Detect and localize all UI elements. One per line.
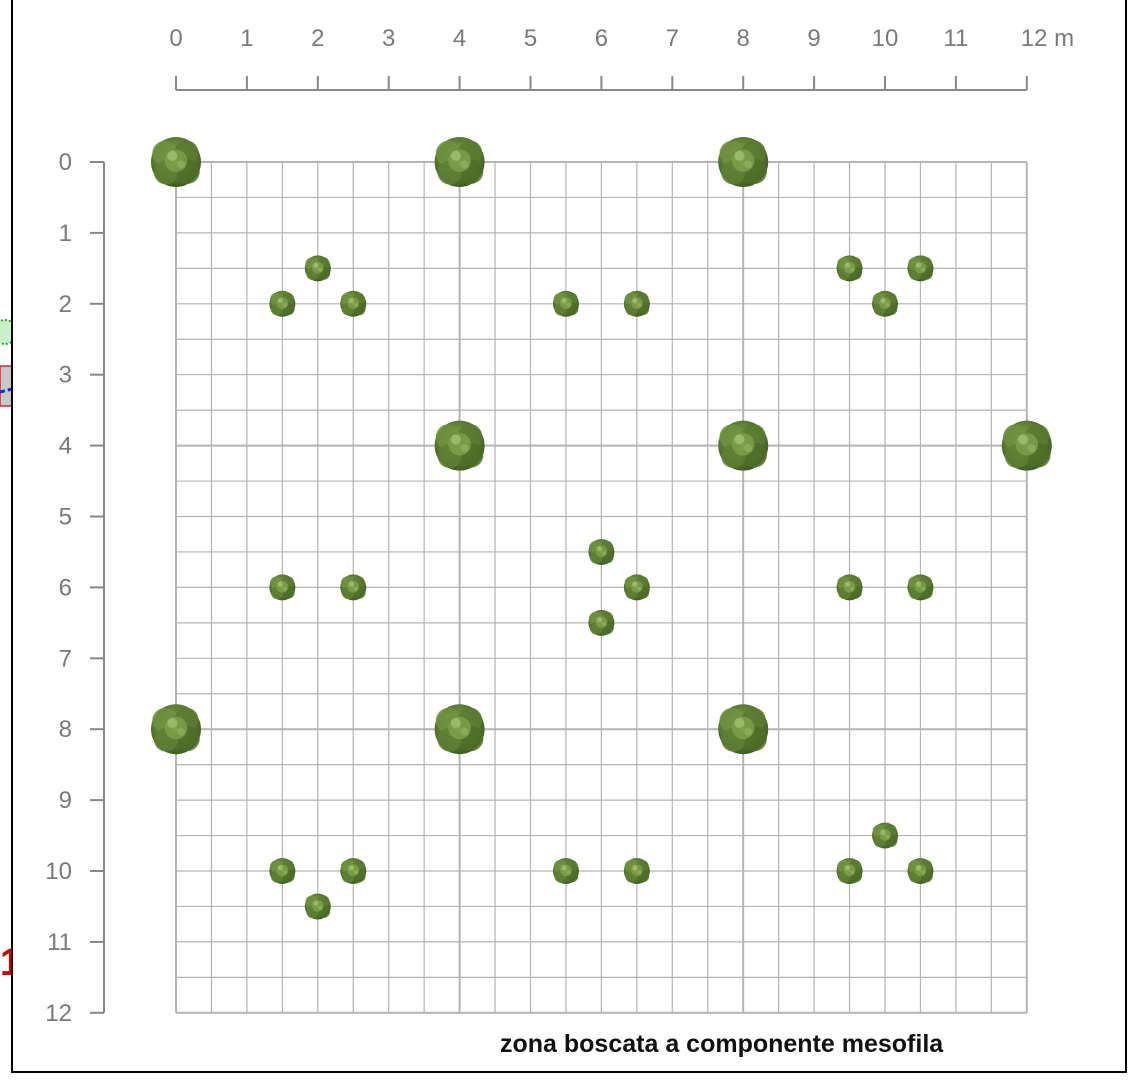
x-tick-label: 12 m bbox=[1021, 25, 1074, 52]
y-tick-label: 2 bbox=[59, 291, 72, 318]
y-tick-label: 8 bbox=[59, 716, 72, 743]
tree-small-icon bbox=[836, 858, 863, 884]
x-tick-label: 0 bbox=[169, 25, 182, 52]
tree-small-icon bbox=[836, 255, 863, 282]
tree-small-icon bbox=[552, 290, 579, 317]
y-tick-label: 12 bbox=[45, 1000, 72, 1027]
tree-small-icon bbox=[623, 574, 650, 601]
tree-small-icon bbox=[907, 858, 934, 884]
tree-large-icon bbox=[434, 420, 485, 471]
tree-small-icon bbox=[552, 858, 579, 884]
y-tick-label: 5 bbox=[59, 504, 72, 531]
tree-large-icon bbox=[151, 704, 201, 755]
x-tick-label: 7 bbox=[666, 25, 679, 52]
tree-small-icon bbox=[269, 574, 296, 601]
tree-small-icon bbox=[340, 858, 367, 884]
blue-dashed-line-fragment bbox=[0, 386, 16, 394]
tree-small-icon bbox=[269, 290, 296, 317]
tree-large-icon bbox=[1001, 420, 1052, 471]
tree-small-icon bbox=[623, 290, 650, 317]
x-tick-label: 1 bbox=[240, 25, 253, 52]
x-tick-label: 8 bbox=[737, 25, 750, 52]
tree-large-icon bbox=[151, 137, 201, 187]
tree-small-icon bbox=[340, 290, 367, 317]
tree-small-icon bbox=[836, 574, 863, 601]
tree-large-icon bbox=[718, 420, 769, 471]
x-tick-label: 11 bbox=[943, 25, 968, 52]
tree-small-icon bbox=[340, 574, 367, 601]
x-tick-label: 4 bbox=[453, 25, 466, 52]
y-tick-label: 9 bbox=[59, 787, 72, 814]
y-tick-label: 3 bbox=[59, 362, 72, 389]
plan-caption: zona boscata a componente mesofila bbox=[500, 1030, 944, 1058]
y-tick-label: 4 bbox=[59, 433, 72, 460]
tree-small-icon bbox=[269, 858, 296, 884]
y-tick-label: 10 bbox=[45, 858, 72, 885]
y-tick-label: 7 bbox=[59, 645, 72, 672]
tree-large-icon bbox=[718, 137, 769, 187]
x-tick-label: 9 bbox=[807, 25, 820, 52]
x-tick-label: 5 bbox=[524, 25, 537, 52]
x-tick-label: 2 bbox=[311, 25, 324, 52]
tree-small-icon bbox=[304, 255, 331, 282]
tree-small-icon bbox=[588, 609, 615, 636]
tree-large-icon bbox=[718, 704, 769, 755]
tree-small-icon bbox=[623, 858, 650, 884]
tree-large-icon bbox=[434, 137, 485, 187]
tree-small-icon bbox=[588, 538, 615, 565]
x-tick-label: 10 bbox=[872, 25, 899, 52]
tree-small-icon bbox=[872, 822, 898, 849]
y-tick-label: 0 bbox=[59, 149, 72, 176]
y-tick-label: 6 bbox=[59, 574, 72, 601]
tree-small-icon bbox=[872, 290, 898, 317]
y-tick-label: 11 bbox=[47, 929, 72, 956]
tree-small-icon bbox=[907, 574, 934, 601]
tree-small-icon bbox=[304, 893, 331, 920]
grid bbox=[175, 161, 1028, 1014]
y-tick-label: 1 bbox=[59, 220, 72, 247]
x-tick-label: 3 bbox=[382, 25, 395, 52]
x-tick-label: 6 bbox=[595, 25, 608, 52]
tree-large-icon bbox=[434, 704, 485, 755]
tree-small-icon bbox=[907, 255, 934, 282]
